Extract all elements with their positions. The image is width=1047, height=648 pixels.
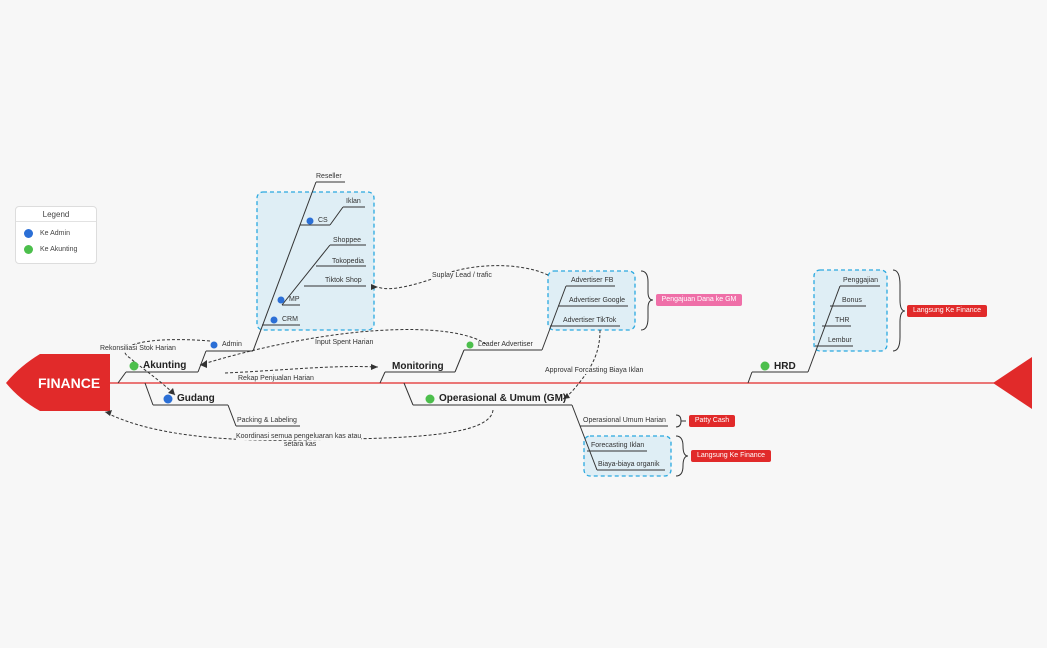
bonus-node[interactable]: Bonus xyxy=(842,297,862,304)
admin-node[interactable]: Admin xyxy=(222,341,242,348)
crm-node[interactable]: CRM xyxy=(282,316,298,323)
arrow-heads xyxy=(105,284,570,416)
thr-node[interactable]: THR xyxy=(835,317,850,324)
shoppee-node[interactable]: Shoppee xyxy=(333,237,362,244)
approval-label: Approval Forcasting Biaya Iklan xyxy=(545,367,644,374)
leader-advertiser-node[interactable]: Leader Advertiser xyxy=(478,341,533,348)
fish-tail xyxy=(993,357,1032,409)
penggajian-node[interactable]: Penggajian xyxy=(843,277,879,284)
finance-head-label[interactable]: FINANCE xyxy=(38,375,101,391)
reseller-node[interactable]: Reseller xyxy=(316,173,342,180)
fish-head xyxy=(6,354,110,411)
advertiser-google-node[interactable]: Advertiser Google xyxy=(569,297,626,304)
biaya-organik-node[interactable]: Biaya-biaya organik xyxy=(598,461,660,468)
forecasting-node[interactable]: Forecasting Iklan xyxy=(591,442,645,449)
koordinasi-label-2: setara kas xyxy=(284,441,317,448)
gudang-node[interactable]: Gudang xyxy=(177,393,215,404)
pengajuan-tag[interactable]: Pengajuan Dana ke GM xyxy=(656,294,742,306)
cs-node[interactable]: CS xyxy=(318,217,328,224)
legend-panel: Legend Ke Admin Ke Akunting xyxy=(15,206,97,264)
patty-cash-tag[interactable]: Patty Cash xyxy=(689,415,735,427)
suplay-label: Suplay Lead / trafic xyxy=(432,272,492,279)
iklan-node[interactable]: Iklan xyxy=(346,198,361,205)
advertiser-fb-node[interactable]: Advertiser FB xyxy=(571,277,614,284)
legend-admin-label: Ke Admin xyxy=(40,230,70,237)
hrd-node[interactable]: HRD xyxy=(774,361,796,372)
branch-lines xyxy=(117,181,880,471)
langsung-finance-hrd-tag[interactable]: Langsung Ke Finance xyxy=(907,305,987,317)
node-dots xyxy=(129,217,770,404)
input-spent-label: Input Spent Harian xyxy=(315,339,374,346)
tokopedia-node[interactable]: Tokopedia xyxy=(332,258,364,265)
legend-title: Legend xyxy=(16,210,96,222)
rekap-label: Rekap Penjualan Harian xyxy=(238,375,314,382)
packing-node[interactable]: Packing & Labeling xyxy=(237,417,297,424)
forecast-callout xyxy=(583,435,672,477)
admin-callout xyxy=(256,191,375,331)
operasional-harian-node[interactable]: Operasional Umum Harian xyxy=(583,417,666,424)
mp-node[interactable]: MP xyxy=(289,296,300,303)
hrd-callout xyxy=(813,269,888,352)
operasional-node[interactable]: Operasional & Umum (GM) xyxy=(439,393,567,404)
langsung-finance-ops-tag[interactable]: Langsung Ke Finance xyxy=(691,450,771,462)
lembur-node[interactable]: Lembur xyxy=(828,337,852,344)
legend-akunting-dot xyxy=(24,245,33,254)
advertiser-tiktok-node[interactable]: Advertiser TikTok xyxy=(563,317,617,324)
legend-admin-dot xyxy=(24,229,33,238)
braces xyxy=(640,269,906,477)
akunting-node[interactable]: Akunting xyxy=(143,360,187,371)
rekonsiliasi-label: Rekonsiliasi Stok Harian xyxy=(100,345,176,352)
tiktok-shop-node[interactable]: Tiktok Shop xyxy=(325,277,362,284)
monitoring-node[interactable]: Monitoring xyxy=(392,361,444,372)
legend-akunting-label: Ke Akunting xyxy=(40,246,78,253)
koordinasi-label-1: Koordinasi semua pengeluaran kas atau xyxy=(236,433,362,440)
